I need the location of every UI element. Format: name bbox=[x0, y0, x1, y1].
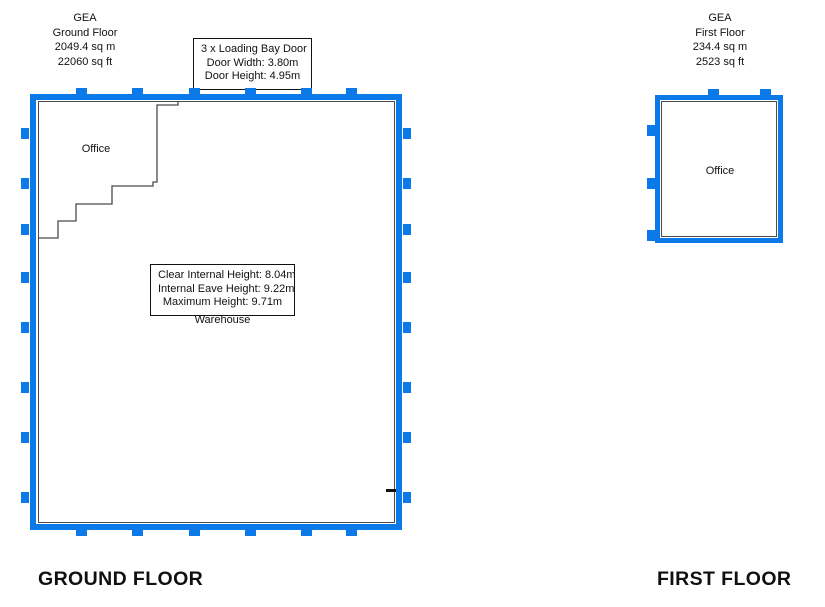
first-marker-top-1 bbox=[760, 89, 771, 97]
ground-floor-inner-wall bbox=[38, 101, 395, 523]
ground-marker-right-1 bbox=[403, 178, 411, 189]
first-marker-top-0 bbox=[708, 89, 719, 97]
gea-first-title: GEA bbox=[708, 12, 732, 24]
gea-ground-area-sqm: 2049.4 sq m bbox=[54, 41, 116, 53]
first-floor-office-label: Office bbox=[705, 165, 735, 177]
ground-marker-right-0 bbox=[403, 128, 411, 139]
ground-floor-outline bbox=[30, 94, 402, 530]
ground-marker-top-2 bbox=[189, 88, 200, 96]
ground-marker-right-4 bbox=[403, 322, 411, 333]
loading-bay-door-callout: 3 x Loading Bay Door Door Width: 3.80m D… bbox=[193, 38, 312, 90]
ground-floor-office-label: Office bbox=[81, 143, 111, 155]
ground-marker-bottom-4 bbox=[301, 528, 312, 536]
first-marker-left-1 bbox=[647, 178, 655, 189]
first-floor-caption: FIRST FLOOR bbox=[657, 568, 792, 590]
ground-marker-left-7 bbox=[21, 492, 29, 503]
gea-first-area-sqm: 234.4 sq m bbox=[692, 41, 748, 53]
maximum-height: Maximum Height: 9.71m bbox=[162, 296, 283, 308]
ground-floor-warehouse-label: Warehouse bbox=[194, 314, 251, 326]
first-floor-outline bbox=[655, 95, 783, 243]
ground-marker-left-2 bbox=[21, 224, 29, 235]
ground-marker-right-7 bbox=[403, 492, 411, 503]
first-floor-inner-wall bbox=[661, 101, 777, 237]
ground-floor-office-partition bbox=[38, 101, 179, 239]
ground-floor-caption: GROUND FLOOR bbox=[38, 568, 204, 590]
gea-ground-title: GEA bbox=[73, 12, 97, 24]
loading-bay-door-width: Door Width: 3.80m bbox=[206, 56, 299, 69]
ground-marker-right-6 bbox=[403, 432, 411, 443]
ground-marker-top-0 bbox=[76, 88, 87, 96]
gea-first-floor-summary: GEA First Floor 234.4 sq m 2523 sq ft bbox=[655, 11, 785, 69]
ground-marker-right-5 bbox=[403, 382, 411, 393]
ground-marker-bottom-2 bbox=[189, 528, 200, 536]
gea-ground-floor-name: Ground Floor bbox=[52, 26, 118, 39]
internal-eave-height: Internal Eave Height: 9.22m bbox=[158, 282, 295, 295]
ground-floor-edge-tick bbox=[386, 489, 396, 492]
ground-marker-bottom-5 bbox=[346, 528, 357, 536]
ground-marker-right-2 bbox=[403, 224, 411, 235]
ground-marker-top-1 bbox=[132, 88, 143, 96]
ground-marker-top-4 bbox=[301, 88, 312, 96]
ground-marker-left-1 bbox=[21, 178, 29, 189]
gea-ground-area-sqft: 22060 sq ft bbox=[57, 55, 113, 68]
gea-first-area-sqft: 2523 sq ft bbox=[695, 55, 745, 68]
ground-marker-left-0 bbox=[21, 128, 29, 139]
ground-marker-left-4 bbox=[21, 322, 29, 333]
ground-marker-left-5 bbox=[21, 382, 29, 393]
warehouse-height-callout: Clear Internal Height: 8.04m Internal Ea… bbox=[150, 264, 296, 316]
loading-bay-door-count: 3 x Loading Bay Door bbox=[201, 43, 307, 55]
first-marker-left-2 bbox=[647, 230, 655, 241]
ground-marker-left-3 bbox=[21, 272, 29, 283]
ground-marker-top-5 bbox=[346, 88, 357, 96]
ground-marker-left-6 bbox=[21, 432, 29, 443]
gea-ground-floor-summary: GEA Ground Floor 2049.4 sq m 22060 sq ft bbox=[20, 11, 150, 69]
ground-marker-bottom-1 bbox=[132, 528, 143, 536]
ground-marker-top-3 bbox=[245, 88, 256, 96]
ground-marker-bottom-0 bbox=[76, 528, 87, 536]
ground-marker-bottom-3 bbox=[245, 528, 256, 536]
gea-first-floor-name: First Floor bbox=[695, 26, 745, 39]
ground-marker-right-3 bbox=[403, 272, 411, 283]
loading-bay-door-height: Door Height: 4.95m bbox=[204, 70, 301, 82]
clear-internal-height: Clear Internal Height: 8.04m bbox=[158, 269, 296, 281]
first-marker-left-0 bbox=[647, 125, 655, 136]
